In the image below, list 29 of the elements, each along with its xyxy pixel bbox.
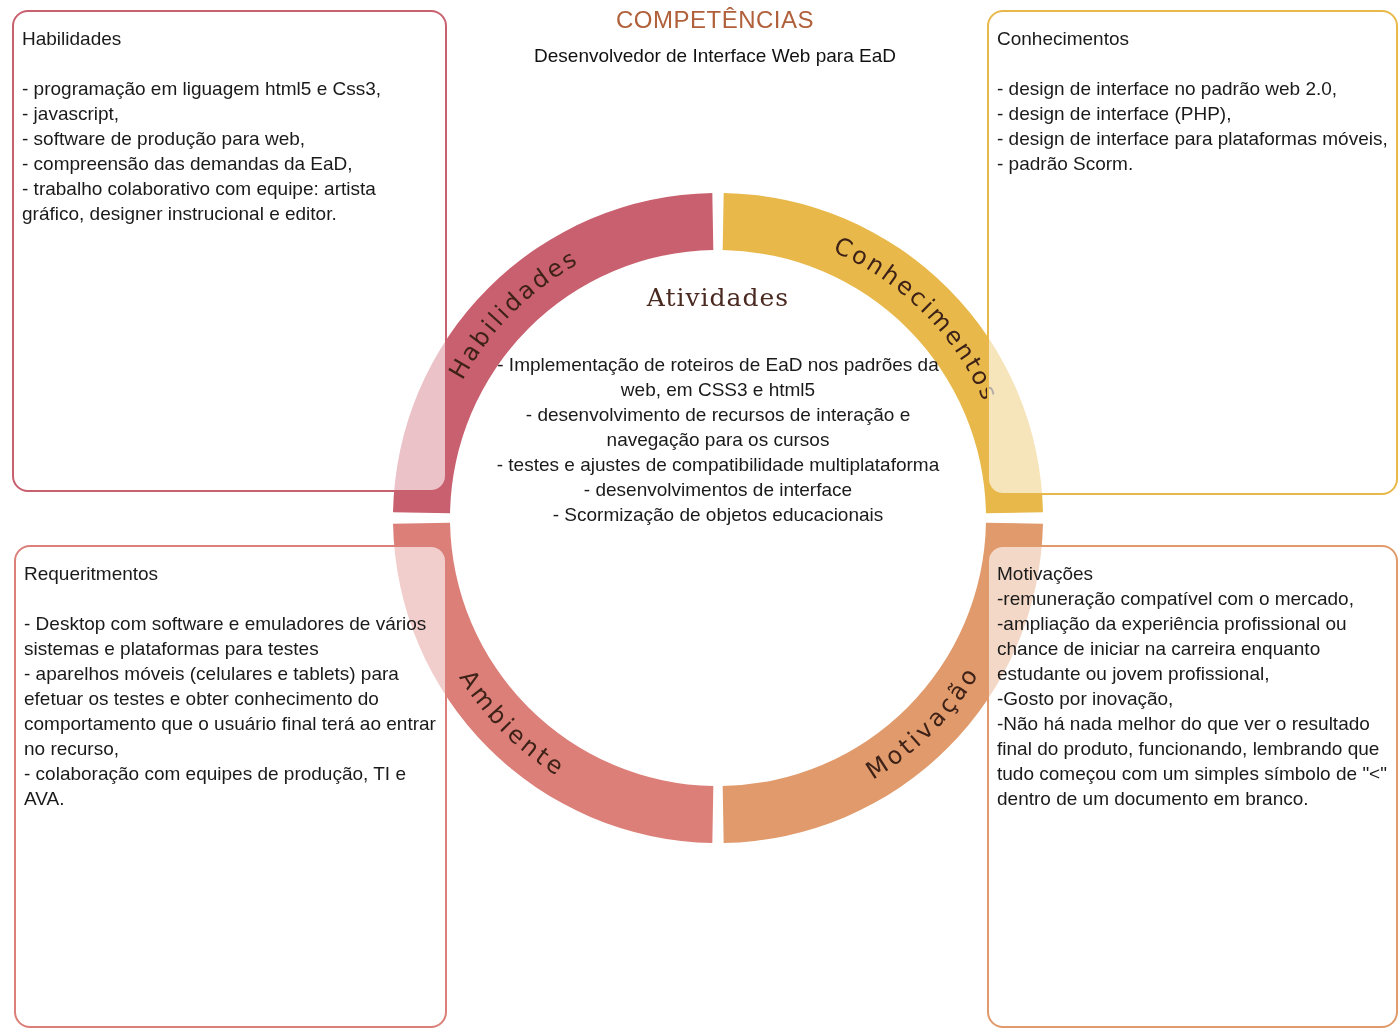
subtitle: Desenvolvedor de Interface Web para EaD (533, 45, 897, 67)
card-heading: Requeritmentos (24, 562, 160, 586)
list-item: - aparelhos móveis (celulares e tablets) para efetuar os testes e obter conhecimento do comportamento que o usuário final terá ao entrar no recurso, (24, 662, 437, 761)
diagram-title: COMPETÊNCIAS (615, 6, 815, 34)
list-item: - Scormização de objetos educacionais (551, 503, 885, 527)
list-item: - compreensão das demandas da EaD, (22, 152, 354, 176)
list-item: -ampliação da experiência profissional ou chance de iniciar na carreira enquanto estudante ou jovem profissional, (997, 612, 1348, 686)
list-item: -Não há nada melhor do que ver o resultado final do produto, funcionando, lembrando que tudo começou com um simples símbolo de "<" dentro de um documento em branco. (997, 712, 1388, 811)
list-item: - design de interface (PHP), (997, 102, 1233, 126)
list-item: - javascript, (22, 102, 121, 126)
list-item: - colaboração com equipes de produção, TI e AVA. (24, 762, 407, 811)
list-item: - testes e ajustes de compatibilidade multiplataforma (495, 453, 941, 477)
list-item: - desenvolvimentos de interface (582, 478, 854, 502)
list-item: - desenvolvimento de recursos de interação e navegação para os cursos (524, 403, 912, 452)
text-card (987, 545, 1398, 1028)
list-item: - design de interface para plataformas móveis, (997, 127, 1388, 151)
list-item: - design de interface no padrão web 2.0, (997, 77, 1339, 101)
card-heading: Motivações (997, 562, 1095, 586)
card-heading: Habilidades (22, 27, 123, 51)
list-item: - software de produção para web, (22, 127, 307, 151)
list-item: -remuneração compatível com o mercado, (997, 587, 1355, 611)
list-item: - programação em liguagem html5 e Css3, (22, 77, 383, 101)
list-item: - Desktop com software e emuladores de vários sistemas e plataformas para testes (24, 612, 428, 661)
card-heading: Conhecimentos (997, 27, 1131, 51)
list-item: -Gosto por inovação, (997, 687, 1175, 711)
list-item: - padrão Scorm. (997, 152, 1135, 176)
list-item: - trabalho colaborativo com equipe: artista gráfico, designer instrucional e editor. (22, 177, 377, 226)
text-card (12, 10, 447, 492)
text-card (14, 545, 447, 1028)
